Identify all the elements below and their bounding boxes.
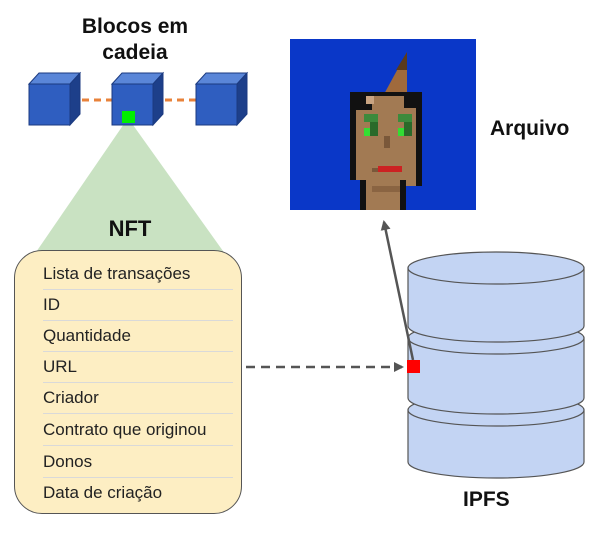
- nft-field-transaction-list: Lista de transações: [43, 259, 233, 290]
- nft-field-creator: Criador: [43, 383, 233, 414]
- ipfs-label: IPFS: [463, 488, 510, 511]
- block-2-selected: [110, 71, 165, 127]
- block-3: [194, 71, 249, 127]
- selected-block-marker: [122, 111, 135, 123]
- nft-field-quantity: Quantidade: [43, 321, 233, 352]
- file-label: Arquivo: [490, 117, 570, 140]
- nft-fields-panel: Lista de transações ID Quantidade URL Cr…: [14, 250, 242, 514]
- nft-field-creation-date: Data de criação: [43, 483, 163, 502]
- nft-field-url: URL: [43, 352, 233, 383]
- ipfs-database: [407, 251, 585, 479]
- block-1: [27, 71, 82, 127]
- zoom-cone: [32, 118, 228, 258]
- ipfs-content-pointer: [407, 360, 420, 373]
- nft-field-id: ID: [43, 290, 233, 321]
- file-image: [290, 39, 476, 210]
- blockchain-title: Blocos em cadeia: [81, 15, 189, 64]
- ipfs-to-file-arrow: [380, 220, 415, 361]
- nft-field-origin-contract: Contrato que originou: [43, 415, 233, 446]
- nft-field-owners: Donos: [43, 447, 233, 478]
- nft-title: NFT: [108, 216, 152, 241]
